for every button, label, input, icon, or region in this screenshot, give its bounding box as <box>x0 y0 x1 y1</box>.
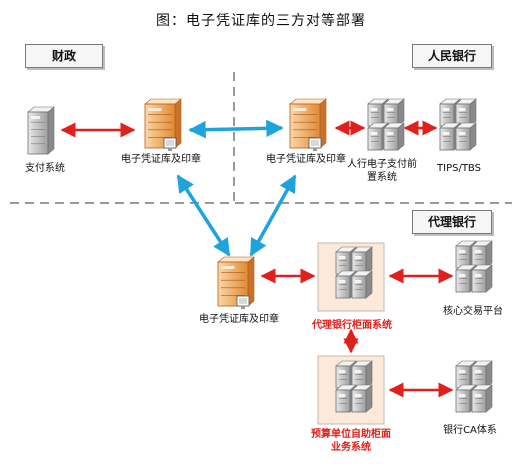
self-service-server-icon-b <box>351 360 373 389</box>
label-counter-system: 代理银行柜面系统 <box>312 320 392 331</box>
ca-system-server-icon-d <box>471 384 493 413</box>
counter-system-server-icon-d <box>351 270 373 299</box>
blue-link-finance-pboc <box>188 119 284 139</box>
section-tag-finance: 财政 <box>25 44 103 68</box>
ca-system-server-icon-a <box>455 360 477 389</box>
self-service-server-icon-c <box>335 384 357 413</box>
pboc-frontend-server-icon-b <box>383 98 405 127</box>
label-voucher-lib-finance: 电子凭证库及印章 <box>121 154 201 165</box>
payment-system-server-icon <box>27 106 55 155</box>
label-tips: TIPS/TBS <box>437 163 481 174</box>
pboc-frontend-server-icon-d <box>383 122 405 151</box>
section-tag-agent-bank: 代理银行 <box>412 210 492 234</box>
voucher-lib-bank-monitor-icon <box>236 295 250 309</box>
label-core-platform: 核心交易平台 <box>443 306 503 317</box>
core-platform-server-icon-b <box>471 240 493 269</box>
core-platform-server-icon-d <box>471 264 493 293</box>
voucher-lib-pboc-monitor-icon <box>308 137 322 151</box>
label-pboc-frontend: 人行电子支付前置系统 <box>347 159 417 183</box>
voucher-lib-finance-monitor-icon <box>163 137 177 151</box>
section-tag-pboc: 人民银行 <box>412 44 492 68</box>
label-voucher-lib-pboc: 电子凭证库及印章 <box>266 154 346 165</box>
tips-server-icon-d <box>455 122 477 151</box>
label-voucher-lib-bank: 电子凭证库及印章 <box>199 314 279 325</box>
label-budget-self-service: 预算单位自助柜面业务系统 <box>311 429 391 453</box>
figure-title: 图：电子凭证库的三方对等部署 <box>156 13 366 29</box>
blue-link-pboc-bank <box>249 174 297 257</box>
blue-link-finance-bank <box>176 174 231 257</box>
self-service-server-icon-d <box>351 384 373 413</box>
counter-system-server-icon-b <box>351 246 373 275</box>
ca-system-server-icon-b <box>471 360 493 389</box>
label-payment-system: 支付系统 <box>25 163 65 174</box>
tips-server-icon-b <box>455 98 477 127</box>
label-ca-system: 银行CA体系 <box>443 425 497 436</box>
